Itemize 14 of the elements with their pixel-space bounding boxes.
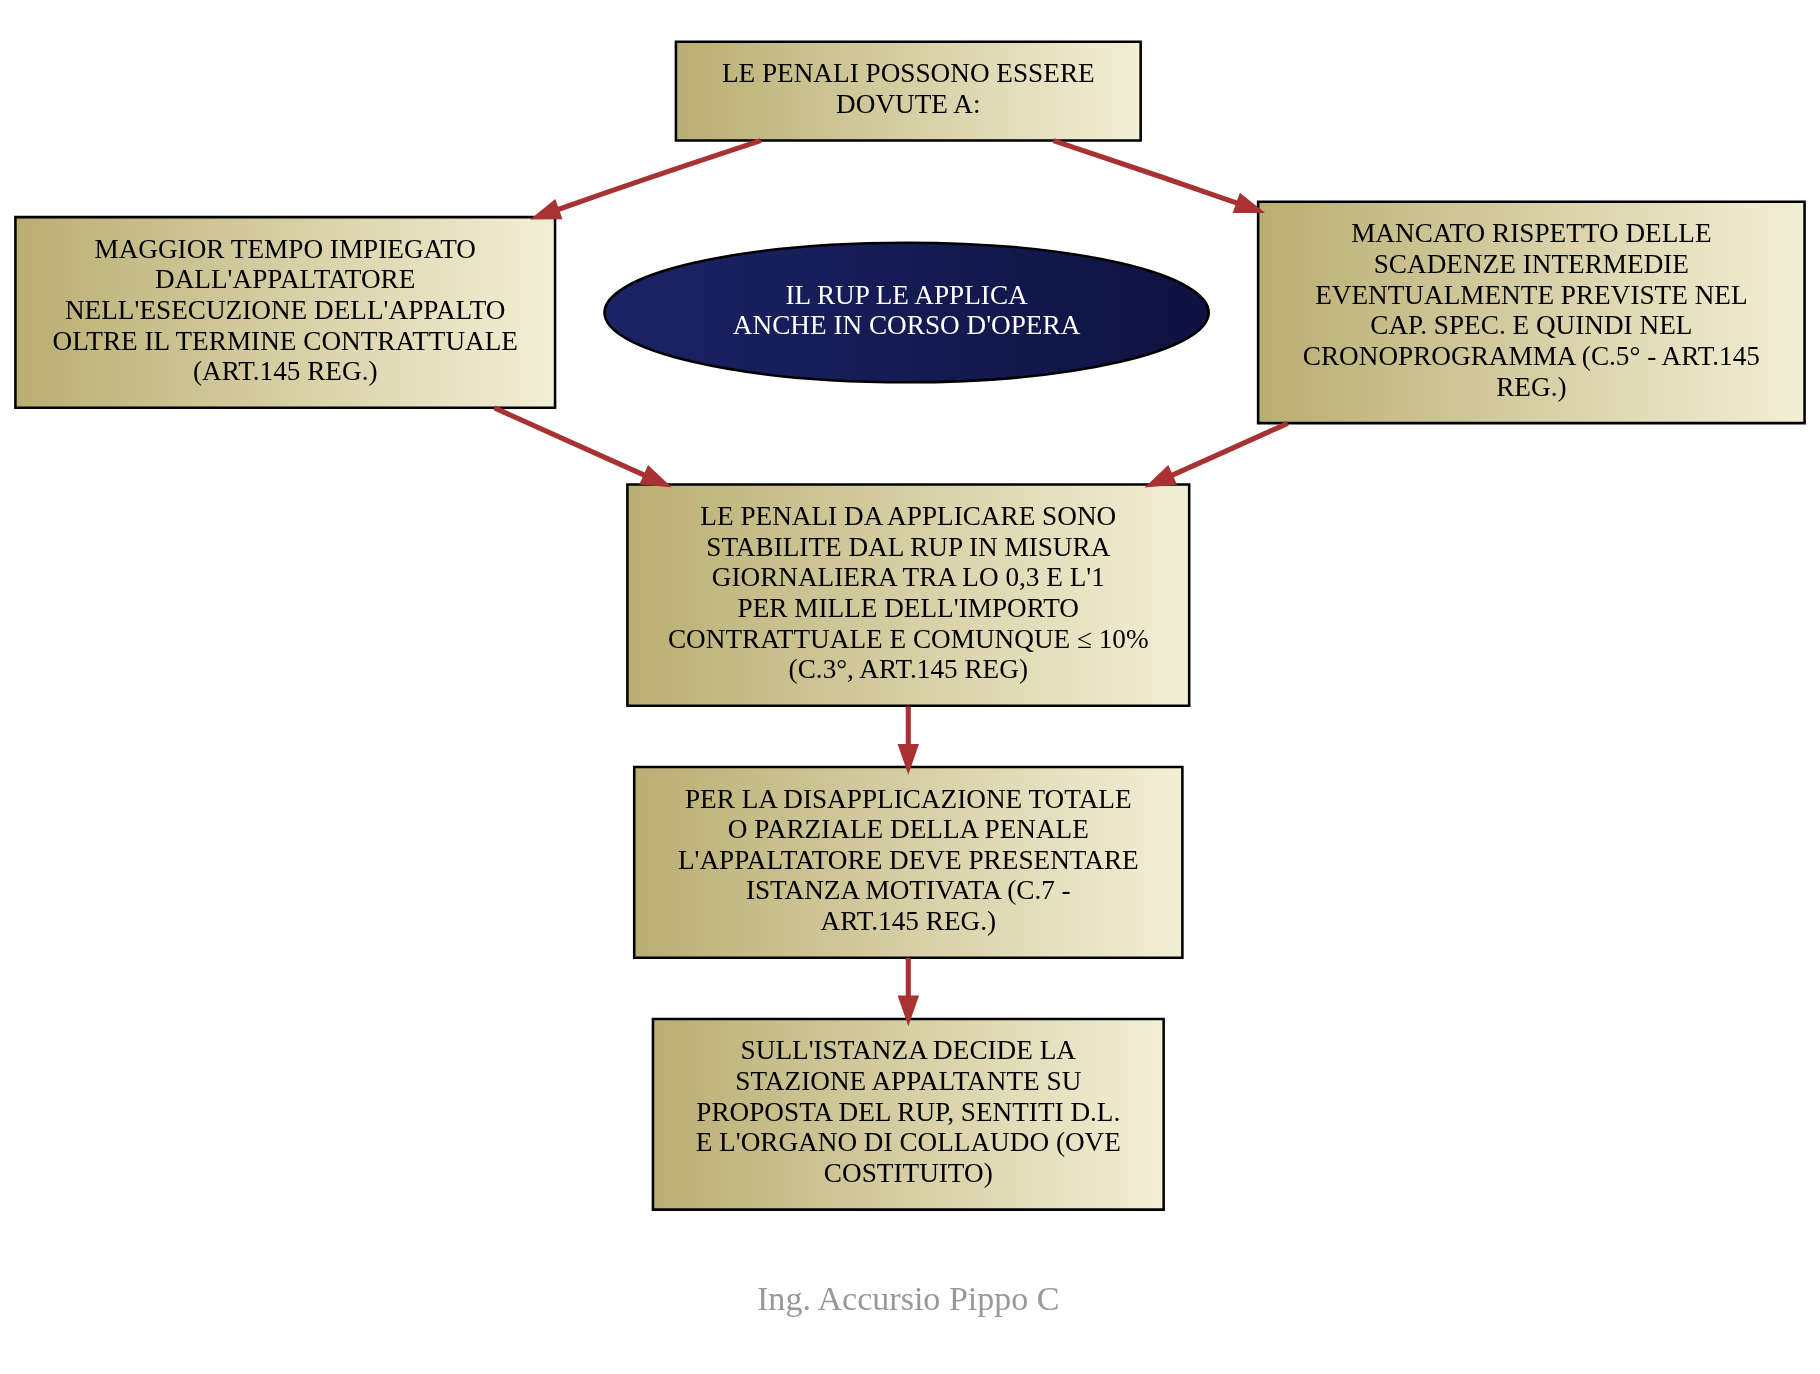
arrow	[897, 958, 920, 1027]
arrow	[493, 405, 672, 488]
node-box: LE PENALI DA APPLICARE SONO STABILITE DAL RUP IN MISURA GIORNALIERA TRA LO 0,3 E L'1 PER MILLE DELL'IMPORTO CONTRATTUALE E COMUNQUE ≤ 10% (C.3°, ART.145 REG)	[626, 483, 1191, 707]
arrow	[530, 138, 762, 220]
node-box: PER LA DISAPPLICAZIONE TOTALE O PARZIALE DELLA PENALE L'APPALTATORE DEVE PRESENTARE ISTANZA MOTIVATA (C.7 - ART.145 REG.)	[632, 765, 1184, 959]
node-box: SULL'ISTANZA DECIDE LA STAZIONE APPALTANTE SU PROPOSTA DEL RUP, SENTITI D.L. E L'ORGANO DI COLLAUDO (OVE COSTITUITO)	[651, 1017, 1165, 1211]
node-box: MAGGIOR TEMPO IMPIEGATO DALL'APPALTATORE NELL'ESECUZIONE DELL'APPALTO OLTRE IL TERMINE CONTRATTUALE (ART.145 REG.)	[14, 215, 557, 410]
node-box: MANCATO RISPETTO DELLE SCADENZE INTERMEDIE EVENTUALMENTE PREVISTE NEL CAP. SPEC. E QUINDI NEL CRONOPROGRAMMA (C.5° - ART.145 REG.)	[1256, 200, 1806, 425]
node-box: LE PENALI POSSONO ESSERE DOVUTE A:	[674, 40, 1142, 142]
arrow	[1144, 421, 1289, 488]
label: Ing. Accursio Pippo C	[757, 1280, 1060, 1318]
arrow	[897, 706, 920, 775]
arrow	[1052, 138, 1266, 213]
node-ellipse: IL RUP LE APPLICA ANCHE IN CORSO D'OPERA	[603, 241, 1210, 384]
